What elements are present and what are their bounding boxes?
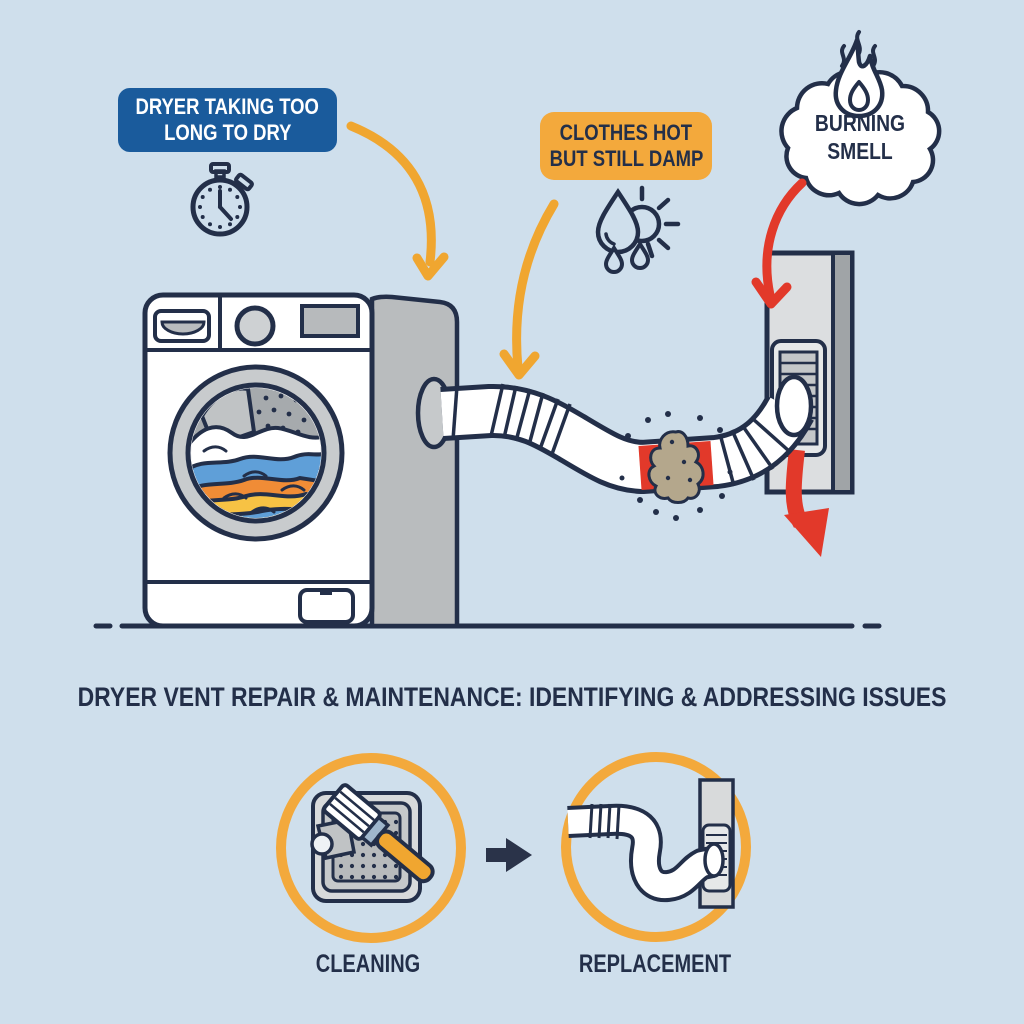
mini-hose — [567, 803, 725, 903]
flame-icon — [833, 37, 885, 119]
callout-burning-smell-line1: BURNING — [814, 110, 906, 136]
lint-particles — [619, 411, 733, 521]
lint-filter-drawer — [298, 588, 355, 624]
vent-hose — [415, 374, 814, 521]
callout-damp-clothes: CLOTHES HOT BUT STILL DAMP — [540, 112, 712, 180]
dryer-machine — [142, 292, 460, 629]
callout-damp-clothes-line2: BUT STILL DAMP — [549, 146, 703, 171]
solution-label-replacement: REPLACEMENT — [578, 950, 732, 978]
vent-cover-brush-icon — [276, 753, 466, 943]
cleaning-brush — [322, 783, 435, 884]
dryer-display — [300, 304, 360, 338]
hose-ribs — [451, 383, 791, 487]
solution-label-cleaning: CLEANING — [315, 950, 421, 978]
callout-slow-drying-line1: DRYER TAKING TOO — [135, 94, 320, 119]
stopwatch-icon — [190, 162, 254, 237]
hose-wall-connector — [774, 374, 814, 438]
orange-arrow-damp — [499, 199, 559, 380]
dryer-knob — [234, 305, 276, 347]
callout-slow-drying-line2: LONG TO DRY — [163, 120, 292, 145]
step-arrow — [486, 838, 532, 872]
callout-burning-smell-line2: SMELL — [827, 137, 893, 164]
callout-slow-drying: DRYER TAKING TOO LONG TO DRY — [118, 88, 337, 152]
callout-damp-clothes-line1: CLOTHES HOT — [559, 120, 693, 145]
callout-burning-smell: BURNING SMELL — [790, 110, 930, 165]
detergent-drawer — [153, 309, 211, 343]
water-drop-sun-icon — [595, 185, 681, 274]
page-title: DRYER VENT REPAIR & MAINTENANCE: IDENTIF… — [77, 682, 947, 712]
new-vent-hose-icon — [561, 752, 751, 942]
red-arrow-burning — [751, 178, 807, 309]
dryer-drum — [167, 364, 345, 542]
burning-smell-cloud — [779, 69, 942, 207]
red-airflow-arrow — [784, 449, 829, 557]
orange-arrow-slow-dry — [346, 121, 449, 281]
lint-clog — [647, 430, 705, 504]
